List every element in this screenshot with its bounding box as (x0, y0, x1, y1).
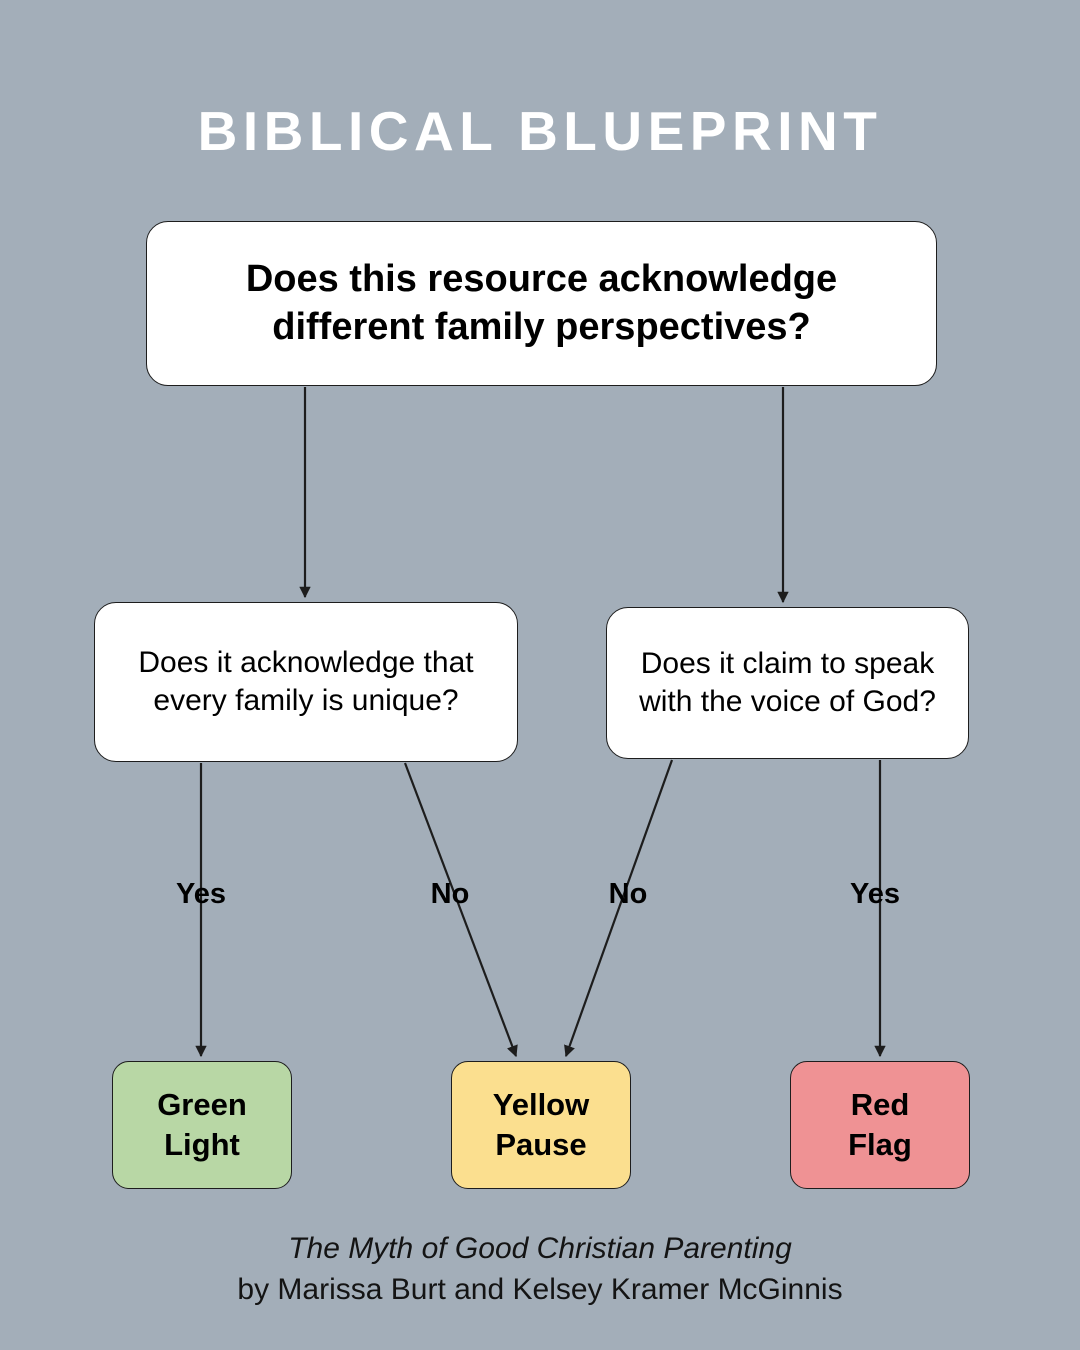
outcome-yellow-line2: Pause (495, 1127, 587, 1162)
decision-box-family-unique[interactable]: Does it acknowledge that every family is… (94, 602, 518, 762)
outcome-yellow-label: Yellow Pause (493, 1085, 589, 1164)
outcome-green-line2: Light (164, 1127, 240, 1162)
page-title: BIBLICAL BLUEPRINT (197, 100, 883, 162)
outcome-red-line1: Red (850, 1087, 910, 1123)
outcome-box-red-flag[interactable]: Red Flag (790, 1061, 970, 1189)
outcome-red-line2: Flag (848, 1127, 912, 1162)
footer-authors: by Marissa Burt and Kelsey Kramer McGinn… (237, 1273, 843, 1307)
outcome-green-label: Green Light (157, 1085, 247, 1164)
root-question-box[interactable]: Does this resource acknowledge different… (146, 221, 937, 386)
decision-box-voice-of-god[interactable]: Does it claim to speak with the voice of… (606, 607, 969, 759)
edge-label-no-right: No (608, 878, 648, 910)
outcome-green-line1: Green (157, 1087, 247, 1123)
footer-book-title: The Myth of Good Christian Parenting (288, 1232, 792, 1265)
footer: The Myth of Good Christian Parenting by … (0, 1228, 1080, 1311)
outcome-red-label: Red Flag (848, 1085, 912, 1164)
edge-label-yes-right: Yes (850, 878, 900, 910)
edge-label-no-left: No (430, 878, 470, 910)
edge-label-yes-left: Yes (176, 878, 226, 910)
outcome-box-green-light[interactable]: Green Light (112, 1061, 292, 1189)
outcome-yellow-line1: Yellow (492, 1087, 590, 1123)
outcome-box-yellow-pause[interactable]: Yellow Pause (451, 1061, 631, 1189)
